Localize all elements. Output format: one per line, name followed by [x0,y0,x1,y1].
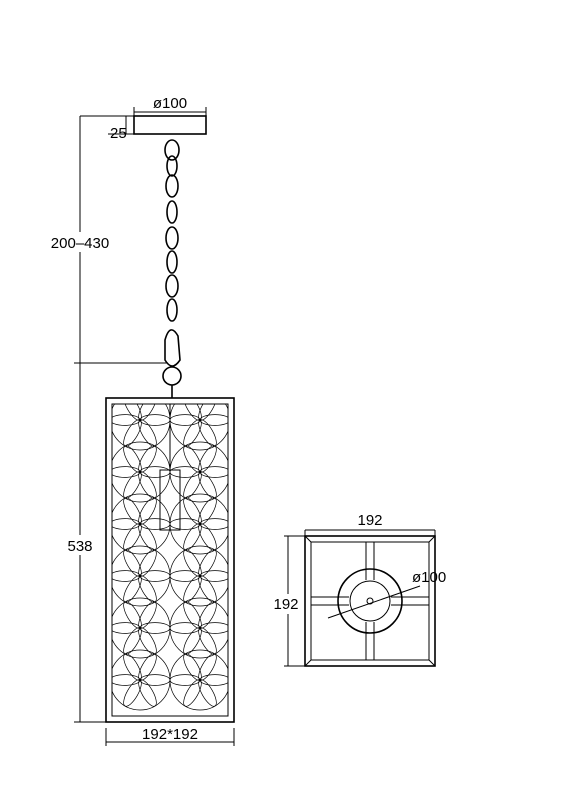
top-view: ø100 192 192 [270,512,446,667]
width-dimension: 192*192 [105,726,235,746]
top-width-label: 192 [357,512,382,529]
chain-length-label: 200–430 [51,235,109,252]
flower-pattern [112,404,228,711]
top-diameter-label: ø100 [412,569,446,586]
body-height-label: 538 [67,538,92,555]
top-depth-label: 192 [273,596,298,613]
lamp-body [105,397,235,723]
canopy: ø100 25 [108,95,207,142]
canopy-height-label: 25 [110,125,127,142]
footprint-label: 192*192 [142,726,198,743]
canopy-diameter-label: ø100 [153,95,187,112]
chain [162,139,182,398]
height-dimension: 200–430 538 [44,115,168,723]
